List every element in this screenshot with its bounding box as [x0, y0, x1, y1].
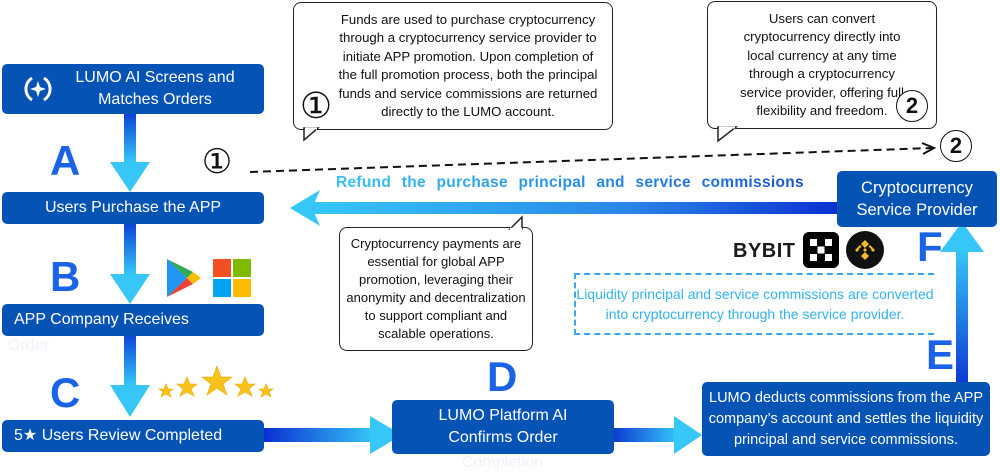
lumo-compass-star-icon	[24, 75, 52, 103]
arrow-purchase-to-company	[110, 222, 150, 304]
callout-convert-line: flexibility and freedom.	[756, 103, 888, 118]
dashed-flow-line	[249, 142, 937, 173]
step-crypto-service-provider: Cryptocurrency Service Provider	[837, 171, 997, 227]
step-lumo-ai-screens-line2: Matches Orders	[98, 91, 212, 108]
conversion-note: Liquidity principal and service commissi…	[574, 273, 934, 335]
conversion-note-line1: Liquidity principal and service commissi…	[576, 286, 934, 302]
step-app-company-receives: APP Company Receives	[2, 304, 264, 336]
callout-convert-marker: 2	[896, 90, 928, 122]
arrow-screen-to-purchase	[110, 112, 150, 192]
bybit-logo-text: BYBIT	[733, 240, 796, 262]
refund-arrow	[290, 190, 840, 226]
step-lumo-deducts-line1: LUMO deducts commissions from the APP	[709, 389, 983, 406]
callout-funds-line: initiate APP promotion. Upon completion …	[342, 48, 594, 64]
step-letter-c: C	[50, 369, 81, 416]
step-app-company-receives-label: APP Company Receives	[14, 311, 189, 328]
callout-crypto-tail	[508, 215, 523, 231]
callout-funds-purchase: Funds are used to purchase cryptocurrenc…	[293, 2, 613, 130]
arrow-deduct-to-provider	[940, 222, 984, 392]
step-users-purchase: Users Purchase the APP	[2, 192, 264, 224]
step-letter-b: B	[50, 253, 81, 300]
callout-crypto-line: scalable operations.	[378, 326, 494, 341]
callout-crypto-line: to support compliant and	[364, 308, 508, 323]
callout-crypto-payments: Cryptocurrency payments are essential fo…	[339, 227, 533, 351]
step-crypto-provider-line1: Cryptocurrency	[861, 179, 973, 197]
callout-convert-currency: Users can convert cryptocurrency directl…	[707, 1, 937, 129]
step-lumo-platform-confirms-line2: Confirms Order	[448, 429, 558, 446]
callout-funds-line: the full promotion process, both the pri…	[338, 67, 598, 82]
step-app-company-receives-ghost-text: Order	[8, 337, 49, 354]
step-lumo-platform-confirms-ghost-text: Completion	[462, 454, 543, 471]
okx-icon	[803, 232, 839, 268]
flow-marker-end: 2	[940, 130, 972, 162]
callout-crypto-line: promotion, leveraging their	[359, 272, 513, 287]
callout-convert-line: local currency at any time	[747, 47, 897, 63]
flow-marker-start: ①	[201, 144, 233, 181]
step-lumo-ai-screens-line1: LUMO AI Screens and	[75, 69, 235, 86]
step-letter-e: E	[926, 331, 955, 378]
step-crypto-provider-line2: Service Provider	[856, 201, 978, 219]
callout-convert-line: through a cryptocurrency	[749, 66, 895, 81]
callout-convert-line: service provider, offering full	[740, 84, 904, 100]
bybit-logo: BYBIT	[733, 240, 796, 263]
callout-funds-tail	[303, 127, 321, 142]
microsoft-store-icon	[213, 259, 251, 297]
callout-funds-line: funds and service commissions are return…	[338, 85, 598, 101]
callout-funds-line: directly to the LUMO account.	[381, 104, 555, 119]
five-stars-icon	[158, 365, 274, 398]
step-letter-a: A	[50, 137, 81, 184]
google-play-icon	[167, 259, 201, 297]
refund-arrow-label: Refund the purchase principal and servic…	[336, 174, 804, 191]
callout-convert-line: Users can convert	[768, 10, 876, 26]
callout-convert-line: cryptocurrency directly into	[743, 29, 901, 44]
step-letter-f: F	[917, 223, 943, 270]
step-users-review-completed: 5★ Users Review Completed	[2, 420, 264, 452]
callout-crypto-line: Cryptocurrency payments are	[350, 236, 522, 251]
step-lumo-deducts-line3: principal and service commissions.	[733, 431, 959, 448]
step-users-review-completed-label: 5★ Users Review Completed	[14, 427, 223, 444]
arrow-company-to-review	[110, 333, 150, 417]
step-lumo-ai-screens: LUMO AI Screens and Matches Orders	[2, 64, 264, 114]
step-users-purchase-label: Users Purchase the APP	[44, 199, 222, 216]
step-lumo-deducts-commissions: LUMO deducts commissions from the APP co…	[702, 382, 990, 456]
callout-crypto-line: anonymity and decentralization	[346, 290, 526, 305]
step-lumo-deducts-line2: company’s account and settles the liquid…	[708, 410, 984, 427]
callout-funds-line: through a cryptocurrency service provide…	[339, 30, 597, 45]
step-letter-d: D	[487, 353, 518, 400]
arrow-confirm-to-deduct	[608, 416, 702, 454]
binance-icon	[846, 231, 884, 269]
callout-crypto-line: essential for global APP	[367, 254, 505, 269]
callout-funds-line: Funds are used to purchase cryptocurrenc…	[340, 11, 596, 27]
callout-funds-marker: ①	[299, 86, 333, 126]
arrow-review-to-confirm	[264, 416, 402, 454]
callout-convert-tail	[717, 126, 739, 143]
conversion-note-line2: into cryptocurrency through the service …	[605, 306, 905, 322]
step-lumo-platform-confirms: LUMO Platform AI Confirms Order	[392, 400, 614, 454]
step-lumo-platform-confirms-line1: LUMO Platform AI	[438, 407, 568, 424]
